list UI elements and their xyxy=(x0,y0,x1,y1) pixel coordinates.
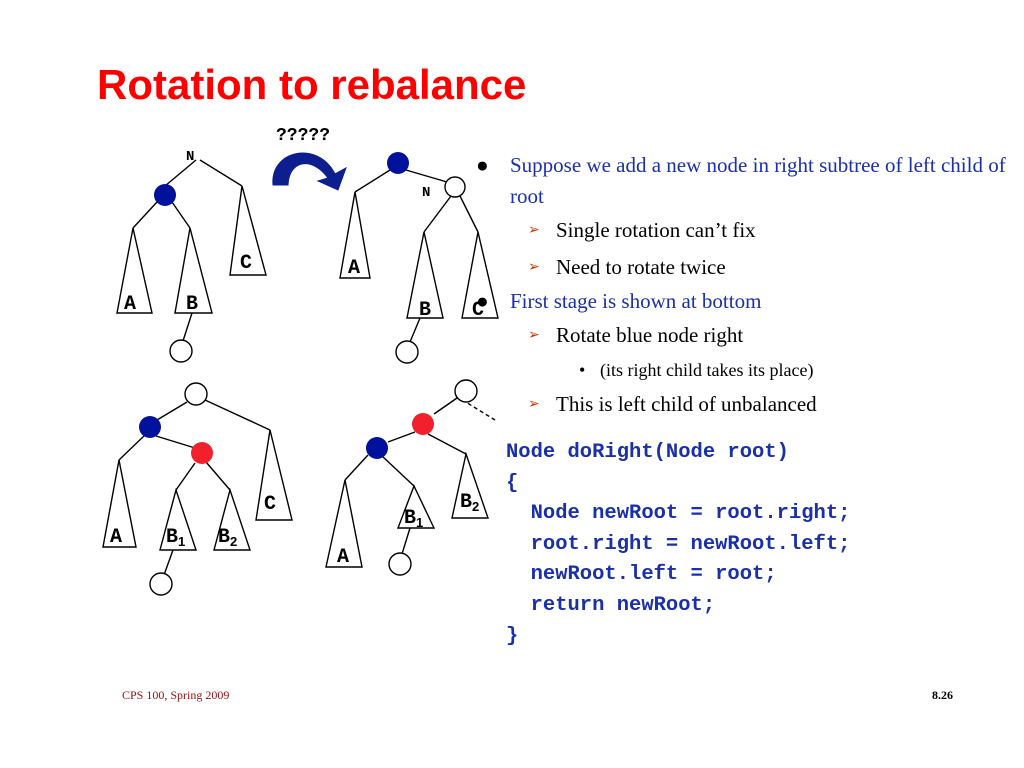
subtree-c-triangle xyxy=(229,185,267,276)
subtree-b-triangle xyxy=(174,227,213,314)
label-a: A xyxy=(124,293,136,316)
sub-bullet-item: ➢ Need to rotate twice xyxy=(476,249,1016,286)
tree-before xyxy=(116,159,267,363)
label-c: C xyxy=(264,493,276,516)
bullet-dot-icon: ● xyxy=(476,153,489,177)
code-block: Node doRight(Node root) { Node newRoot =… xyxy=(506,441,851,648)
root-node xyxy=(184,382,208,406)
label-n: N xyxy=(186,149,194,165)
tree-double-after xyxy=(325,379,496,576)
sub-bullet-text: This is left child of unbalanced xyxy=(556,392,817,416)
red-node xyxy=(191,442,213,464)
arrowhead-bullet-icon: ➢ xyxy=(528,328,540,343)
sub-bullet-text: Rotate blue node right xyxy=(556,323,744,347)
blue-node xyxy=(366,437,388,459)
arrowhead-bullet-icon: ➢ xyxy=(528,260,540,275)
label-b1: B1 xyxy=(404,507,423,530)
subtree-b2-triangle xyxy=(213,487,251,551)
sub-sub-bullet-item: • (its right child takes its place) xyxy=(476,354,1016,386)
subtree-c-triangle xyxy=(255,429,293,521)
subtree-a-triangle xyxy=(102,459,137,548)
tree-after-single xyxy=(339,152,499,364)
bullet-item: ● First stage is shown at bottom xyxy=(476,286,1016,317)
new-node xyxy=(169,339,193,363)
bullet-text: Suppose we add a new node in right subtr… xyxy=(510,153,1006,208)
arrowhead-bullet-icon: ➢ xyxy=(528,223,540,238)
red-node xyxy=(412,413,434,435)
sub-sub-bullet-text: (its right child takes its place) xyxy=(600,360,814,380)
question-marks: ????? xyxy=(276,126,330,146)
sub-bullet-text: Need to rotate twice xyxy=(556,255,726,279)
label-b2: B2 xyxy=(460,491,479,514)
subtree-b1-triangle xyxy=(396,484,436,529)
sub-bullet-text: Single rotation can’t fix xyxy=(556,218,756,242)
label-a: A xyxy=(337,546,349,569)
label-c: C xyxy=(240,252,252,275)
blue-node xyxy=(154,184,176,206)
bullet-dot-icon: ● xyxy=(476,289,489,313)
sub-bullet-item: ➢ This is left child of unbalanced xyxy=(476,386,1016,423)
bullet-list: ● Suppose we add a new node in right sub… xyxy=(476,150,1016,423)
bullet-text: First stage is shown at bottom xyxy=(510,289,762,313)
bullet-item: ● Suppose we add a new node in right sub… xyxy=(476,150,1016,212)
root-node xyxy=(454,379,478,403)
slide-title: Rotation to rebalance xyxy=(97,61,527,108)
label-b: B xyxy=(186,293,198,316)
small-dot-icon: • xyxy=(579,360,586,380)
subtree-a-triangle xyxy=(116,227,153,314)
arrowhead-bullet-icon: ➢ xyxy=(528,397,540,412)
new-node xyxy=(395,340,419,364)
new-node xyxy=(149,572,173,596)
subtree-c-triangle xyxy=(461,231,499,319)
label-b1: B1 xyxy=(166,526,185,549)
subtree-b1-triangle xyxy=(159,487,197,551)
blue-node xyxy=(139,416,161,438)
rotation-arrow xyxy=(272,152,347,191)
label-b: B xyxy=(419,299,431,322)
footer-slide-number: 8.26 xyxy=(932,688,953,702)
label-n: N xyxy=(422,185,430,201)
label-a: A xyxy=(110,526,122,549)
tree-double-before xyxy=(102,382,293,596)
label-b2: B2 xyxy=(218,526,237,549)
new-node xyxy=(388,552,412,576)
sub-bullet-item: ➢ Single rotation can’t fix xyxy=(476,212,1016,249)
footer-course: CPS 100, Spring 2009 xyxy=(122,688,230,702)
label-c: C xyxy=(472,299,484,322)
sub-bullet-item: ➢ Rotate blue node right xyxy=(476,317,1016,354)
subtree-b-triangle xyxy=(406,231,444,319)
blue-node xyxy=(387,152,409,174)
label-a: A xyxy=(348,257,360,280)
subtree-b2-triangle xyxy=(451,451,489,519)
subtree-a-triangle xyxy=(325,479,363,568)
subtree-a-triangle xyxy=(339,191,371,279)
n-node xyxy=(444,176,466,198)
